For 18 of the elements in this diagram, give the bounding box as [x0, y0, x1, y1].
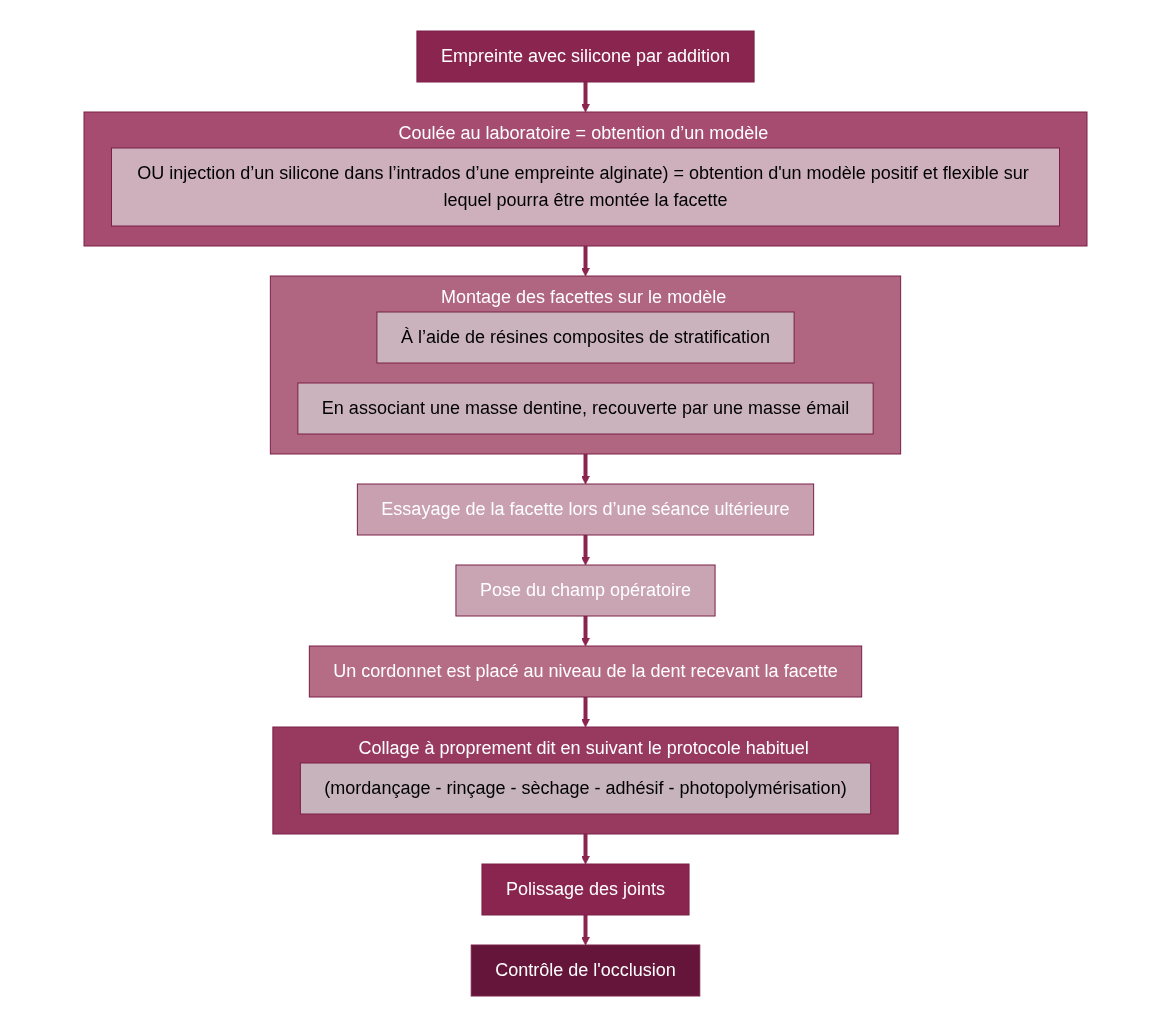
- node-box: Empreinte avec silicone par addition: [416, 30, 755, 83]
- node-box: OU injection d’un silicone dans l’intrados d’une empreinte alginate) = obtention d'un modèle positif et flexible sur lequel pourra être montée la facette: [111, 147, 1060, 227]
- arrow: [581, 616, 590, 647]
- arrow: [581, 82, 590, 113]
- arrow: [581, 246, 590, 277]
- arrow: [581, 915, 590, 946]
- node-box: En associant une masse dentine, recouverte par une masse émail: [297, 382, 874, 435]
- node-box: (mordançage - rinçage - sèchage - adhésif - photopolymérisation): [299, 762, 872, 815]
- node-box: Essayage de la facette lors d’une séance ultérieure: [356, 483, 815, 536]
- node-box: Contrôle de l'occlusion: [470, 944, 701, 997]
- node-box: Polissage des joints: [481, 863, 690, 916]
- node-box: Pose du champ opératoire: [455, 564, 716, 617]
- arrow: [581, 454, 590, 485]
- arrow: [581, 697, 590, 728]
- arrow: [581, 535, 590, 566]
- arrow: [581, 834, 590, 865]
- node-box: Un cordonnet est placé au niveau de la dent recevant la facette: [308, 645, 863, 698]
- node-box: À l’aide de résines composites de stratification: [376, 311, 795, 364]
